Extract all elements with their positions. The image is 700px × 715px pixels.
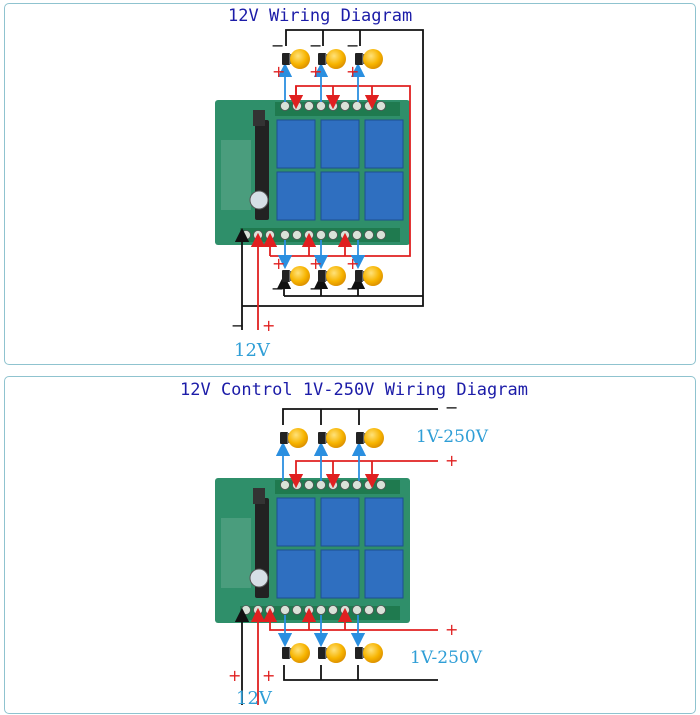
lamp-neg-sign: − <box>309 279 323 298</box>
supply-label-12v-2: 12V <box>236 688 272 709</box>
lamp-neg-sign: − <box>309 36 323 55</box>
supply-label-12v: 12V <box>234 340 270 361</box>
top-pos-sign: + <box>445 451 459 470</box>
supply-neg-sign-2: + <box>228 666 242 685</box>
lamp-neg-sign: − <box>346 279 360 298</box>
supply-neg-sign: − <box>231 316 245 335</box>
lamp-pos-sign: + <box>309 254 323 273</box>
lamp-pos-sign: + <box>272 254 286 273</box>
top-neg-sign: − <box>445 398 459 417</box>
diagram-title-12v-control: 12V Control 1V-250V Wiring Diagram <box>180 380 528 400</box>
top-range-label: 1V-250V <box>416 427 489 447</box>
lamp-pos-sign: + <box>346 254 360 273</box>
supply-pos-sign: + <box>262 316 276 335</box>
relay-board-2 <box>214 477 411 624</box>
bottom-pos-sign: + <box>445 620 459 639</box>
wires-2 <box>234 408 438 705</box>
lamp-pos-sign: + <box>272 62 286 81</box>
bottom-range-label: 1V-250V <box>410 648 483 668</box>
supply-pos-sign-2: + <box>262 666 276 685</box>
lamp-neg-sign: − <box>271 36 285 55</box>
diagram-title-12v: 12V Wiring Diagram <box>228 6 413 26</box>
lamp-neg-sign: − <box>346 36 360 55</box>
lamp-pos-sign: + <box>309 62 323 81</box>
lamp-neg-sign: − <box>271 279 285 298</box>
lamp-pos-sign: + <box>346 62 360 81</box>
wires-1 <box>234 29 424 330</box>
relay-board-1 <box>214 99 411 246</box>
